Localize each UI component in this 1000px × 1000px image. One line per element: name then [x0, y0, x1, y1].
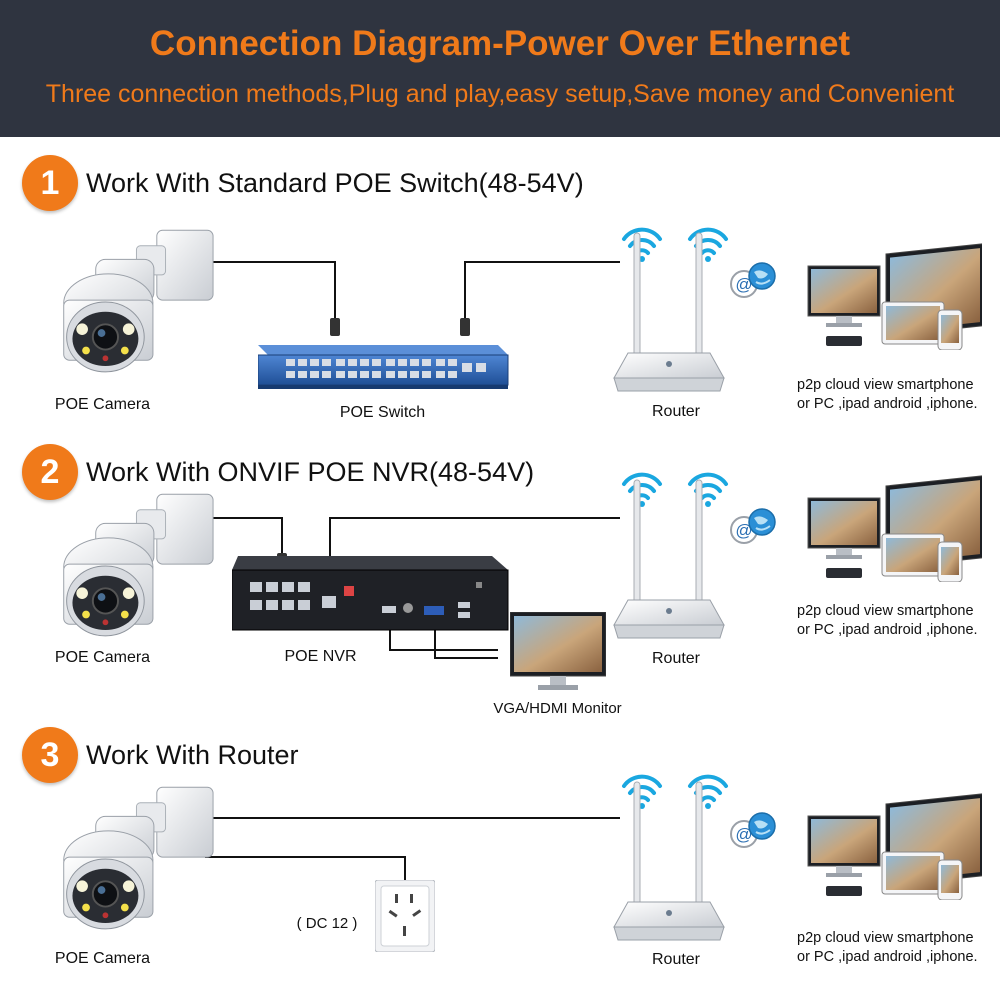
- section-title: Work With Standard POE Switch(48-54V): [86, 167, 584, 198]
- clients-line-2: or PC ,ipad android ,iphone.: [797, 622, 978, 638]
- section-2-heading: 2 Work With ONVIF POE NVR(48-54V): [22, 444, 534, 500]
- switch-label: POE Switch: [339, 404, 426, 421]
- clients-line-1: p2p cloud view smartphone: [797, 930, 974, 946]
- router-label: Router: [651, 403, 701, 420]
- ptz-dome-camera-icon: [62, 229, 215, 373]
- power-outlet-icon: [375, 880, 435, 952]
- ptz-dome-camera-icon: [62, 493, 215, 637]
- wifi-router-icon: [613, 781, 725, 941]
- camera-label: POE Camera: [54, 396, 151, 413]
- cloud-globe-icon: [730, 508, 776, 544]
- monitor-label: VGA/HDMI Monitor: [493, 700, 622, 717]
- clients-line-2: or PC ,ipad android ,iphone.: [797, 396, 978, 412]
- clients-line-2: or PC ,ipad android ,iphone.: [797, 949, 978, 965]
- cloud-globe-icon: [730, 812, 776, 848]
- router-label: Router: [651, 951, 701, 968]
- wifi-router-icon: [613, 479, 725, 639]
- step-number-badge: 1: [22, 155, 78, 211]
- camera-label: POE Camera: [54, 950, 151, 967]
- section-3-heading: 3 Work With Router: [22, 727, 299, 783]
- section-title: Work With ONVIF POE NVR(48-54V): [86, 456, 535, 487]
- power-label: ( DC 12 ): [296, 915, 358, 932]
- clients-line-1: p2p cloud view smartphone: [797, 377, 974, 393]
- section-1-heading: 1 Work With Standard POE Switch(48-54V): [22, 155, 584, 211]
- pc-tablet-phone-icon: [807, 243, 982, 350]
- page-subtitle: Three connection methods,Plug and play,e…: [45, 80, 955, 108]
- pc-tablet-phone-icon: [807, 793, 982, 900]
- section-title: Work With Router: [86, 739, 299, 770]
- step-number-badge: 2: [22, 444, 78, 500]
- step-number-badge: 3: [22, 727, 78, 783]
- monitor-icon: [510, 612, 606, 690]
- page-title: Connection Diagram-Power Over Ethernet: [149, 24, 851, 63]
- nvr-label: POE NVR: [284, 648, 357, 665]
- header-banner: Connection Diagram-Power Over Ethernet T…: [0, 0, 1000, 137]
- poe-switch-icon: [258, 345, 509, 390]
- cloud-globe-icon: [730, 262, 776, 298]
- nvr-recorder-icon: [232, 556, 509, 631]
- router-label: Router: [651, 650, 701, 667]
- wifi-router-icon: [613, 232, 725, 392]
- pc-tablet-phone-icon: [807, 475, 982, 582]
- clients-line-1: p2p cloud view smartphone: [797, 603, 974, 619]
- ptz-dome-camera-icon: [62, 786, 215, 930]
- camera-label: POE Camera: [54, 649, 151, 666]
